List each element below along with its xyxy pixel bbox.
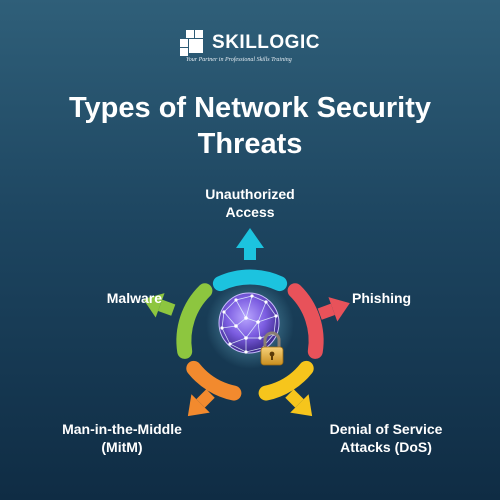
ring-segment-left	[176, 283, 213, 359]
threat-label-phishing: Phishing	[352, 290, 412, 306]
arrow-down-right-icon	[285, 389, 313, 417]
threat-label-bl-line-1: Man-in-the-Middle	[62, 421, 182, 437]
ring-segment-bottom-left	[186, 360, 242, 401]
threat-label-top-line-1: Unauthorized	[205, 186, 295, 202]
ring-segment-bottom-right	[258, 360, 314, 401]
threat-label-top-line-2: Access	[225, 203, 275, 220]
ring-segment-right	[287, 283, 324, 359]
logo-tagline: Your Partner in Professional Skills Trai…	[186, 57, 292, 63]
page-title: Types of Network Security Threats	[50, 90, 450, 163]
threat-label-bl-line-2: (MitM)	[101, 438, 143, 455]
logo-group: SKILLOGIC Your Partner in Professional S…	[180, 30, 320, 63]
title-line-1: Types of Network Security	[68, 92, 432, 124]
threat-label-br-line-2: Attacks (DoS)	[340, 438, 432, 455]
title-line-2: Threats	[197, 128, 303, 161]
threat-label-malware: Malware	[106, 290, 162, 306]
arrow-right-icon	[317, 297, 350, 322]
logo-row: SKILLOGIC	[180, 30, 320, 56]
padlock-icon	[260, 331, 284, 366]
threat-label-mitm: Man-in-the-Middle (MitM)	[42, 421, 202, 456]
logo-brand-text: SKILLOGIC	[212, 32, 320, 53]
arrow-down-left-icon	[187, 389, 215, 417]
threat-label-unauthorized-access: Unauthorized Access	[180, 186, 320, 221]
ring-segment-top	[212, 269, 288, 292]
arrow-up-icon	[236, 228, 264, 260]
logo-squares-icon	[180, 30, 208, 56]
threat-label-dos: Denial of Service Attacks (DoS)	[306, 421, 466, 456]
logo: SKILLOGIC Your Partner in Professional S…	[0, 30, 500, 63]
threat-label-br-line-1: Denial of Service	[329, 421, 443, 437]
arrow-left-icon	[143, 293, 176, 318]
